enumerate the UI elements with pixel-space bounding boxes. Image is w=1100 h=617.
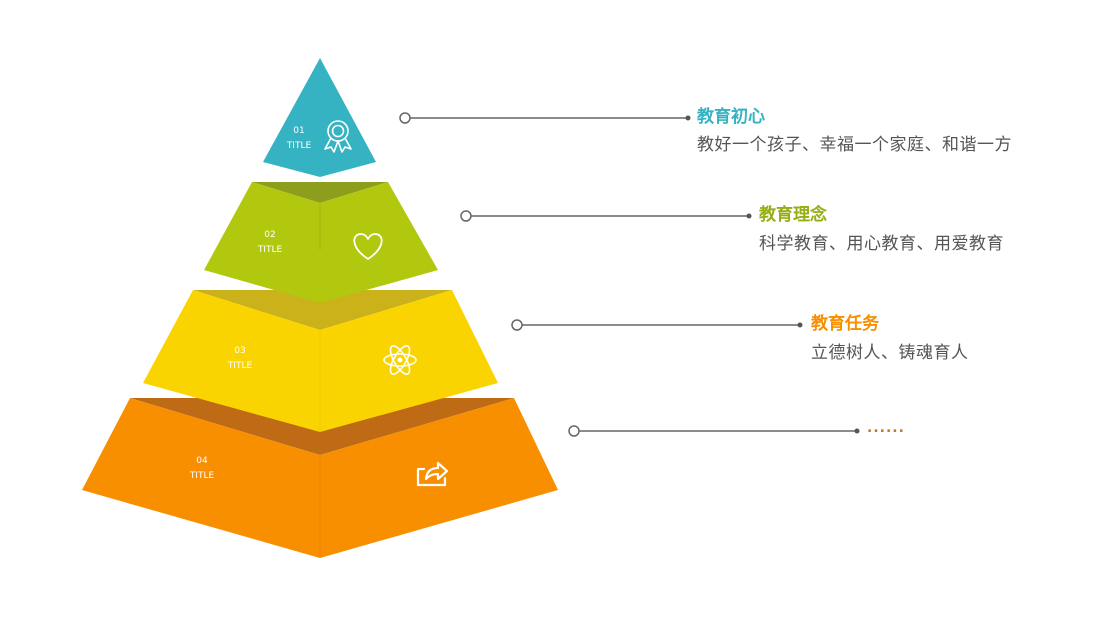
connector-3-start-dot — [511, 319, 523, 331]
connector-2-end-dot — [746, 213, 752, 219]
callout-3-description: 立德树人、铸魂育人 — [811, 343, 969, 363]
connector-3 — [511, 319, 803, 331]
callout-2-title: 教育理念 — [759, 205, 827, 225]
connector-1 — [399, 112, 691, 124]
tier-4-left-face — [82, 398, 320, 558]
callout-2-description: 科学教育、用心教育、用爱教育 — [759, 234, 1004, 254]
pyramid-tier-3: 03 TITLE — [143, 290, 498, 432]
tier-2-right-face — [320, 182, 438, 303]
pyramid-tier-2: 02 TITLE — [204, 182, 438, 303]
tier-4-number: 04 — [196, 456, 208, 466]
tier-2-label: TITLE — [257, 245, 283, 255]
pyramid-tier-4: 04 TITLE — [82, 398, 558, 558]
tier-2-top-face — [252, 182, 388, 203]
tier-3-top-face — [193, 290, 452, 330]
callout-1-description: 教好一个孩子、幸福一个家庭、和谐一方 — [697, 135, 1012, 155]
callout-4-ellipsis: ...... — [867, 420, 905, 436]
connector-4 — [568, 425, 860, 437]
tier-2-left-face — [204, 182, 320, 303]
tier-1-label: TITLE — [286, 141, 312, 151]
connector-2 — [460, 210, 752, 222]
connector-3-end-dot — [797, 322, 803, 328]
pyramid-tier-1: 01 TITLE — [263, 58, 376, 177]
connector-4-end-dot — [854, 428, 860, 434]
tier-1-face — [263, 58, 376, 177]
atom-icon — [383, 345, 417, 375]
callout-3-title: 教育任务 — [811, 314, 879, 334]
connector-4-start-dot — [568, 425, 580, 437]
connector-1-end-dot — [685, 115, 691, 121]
connector-1-start-dot — [399, 112, 411, 124]
heart-icon — [353, 233, 383, 260]
tier-3-number: 03 — [234, 346, 245, 356]
share-icon — [416, 461, 449, 487]
tier-3-label: TITLE — [227, 361, 253, 371]
callout-1-title: 教育初心 — [697, 107, 765, 127]
tier-1-number: 01 — [293, 126, 304, 136]
tier-2-number: 02 — [264, 230, 275, 240]
connector-2-start-dot — [460, 210, 472, 222]
tier-3-left-face — [143, 290, 320, 432]
tier-4-label: TITLE — [189, 471, 215, 481]
tier-3-right-face — [320, 290, 498, 432]
award-ribbon-icon — [324, 120, 352, 153]
